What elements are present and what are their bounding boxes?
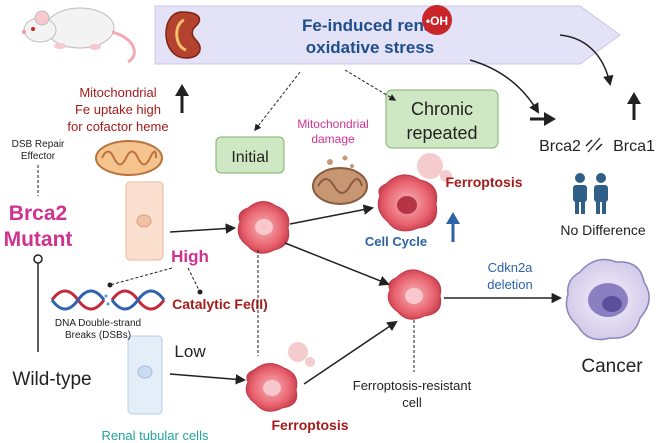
banner-to-initial-arrow (254, 71, 301, 132)
chronic-label-line2: repeated (406, 123, 477, 143)
cell-cycle-label: Cell Cycle (365, 234, 427, 249)
banner-to-brca2-arrow (469, 59, 540, 114)
initial-to-resistant-arrow (284, 242, 390, 286)
oxidative-stress-banner: Fe-induced renal oxidative stress (154, 5, 621, 65)
brca2-right-arrow-icon (530, 112, 556, 126)
cdkn2a-line1: Cdkn2a (488, 260, 534, 275)
banner-to-brca1-arrow (559, 34, 614, 87)
wildtype-to-ferroptosis-arrow (169, 373, 247, 385)
mito-uptake-line3: for cofactor heme (67, 119, 168, 134)
mito-damage-line1: Mitochondrial (297, 117, 368, 131)
brca1-up-arrow-icon (627, 92, 641, 120)
resistant-label-line1: Ferroptosis-resistant (353, 378, 472, 393)
banner-title-line2: oxidative stress (306, 38, 435, 57)
initial-label: Initial (231, 149, 268, 166)
dna-label-line2: Breaks (DSBs) (65, 330, 131, 341)
dsb-repair-line1: DSB Repair (12, 139, 65, 150)
initial-box: Initial (215, 136, 285, 174)
people-icon (573, 173, 608, 214)
banner-title-line1: Fe-induced renal (302, 16, 438, 35)
brca2-label: Brca2 (539, 138, 581, 155)
hydroxyl-radical-badge: •OH (422, 5, 452, 35)
no-difference-label: No Difference (560, 222, 646, 238)
cdkn2a-line2: deletion (487, 277, 533, 292)
brca2-mutant-line1: Brca2 (9, 202, 67, 225)
damaged-mitochondrion-icon (312, 155, 368, 205)
mito-damage-line2: damage (311, 132, 355, 146)
dna-label-line1: DNA Double-strand (55, 318, 141, 329)
resistant-cell (387, 269, 442, 320)
wild-type-label: Wild-type (12, 369, 91, 390)
genotype-node (33, 254, 43, 264)
rat-icon (22, 7, 136, 64)
catalytic-fe-label: Catalytic Fe(II) (172, 296, 268, 312)
wild-type-ferroptotic-cell (245, 342, 315, 412)
dsb-repair-line2: Effector (21, 151, 56, 162)
wild-type-tubular-cell (127, 335, 163, 415)
no-link-icon (585, 137, 603, 153)
resistant-label-line2: cell (402, 395, 422, 410)
renal-tubular-label: Renal tubular cells (102, 428, 209, 443)
up-arrow-icon (175, 84, 189, 113)
cancer-label: Cancer (581, 356, 643, 377)
dna-helix-icon (50, 289, 166, 311)
kidney-icon (165, 11, 201, 59)
high-to-dna-dashed (107, 267, 173, 288)
brca2-mutant-line2: Mutant (4, 228, 73, 251)
chronic-label-line1: Chronic (411, 99, 473, 119)
cancer-cell-icon (565, 258, 650, 341)
high-to-catalytic-dashed (187, 267, 203, 295)
brca1-label: Brca1 (613, 138, 655, 155)
chronic-ferroptotic-cell (377, 153, 452, 232)
low-label: Low (174, 342, 206, 361)
mito-uptake-line1: Mitochondrial (79, 85, 156, 100)
brca2-tubular-cell (125, 181, 164, 261)
mitochondrion-icon (95, 140, 163, 176)
initial-damaged-cell (237, 201, 290, 254)
cell-cycle-up-arrow-icon (446, 212, 460, 242)
high-label: High (171, 247, 209, 266)
initial-to-chronic-arrow (289, 204, 375, 225)
ferroptosis-bottom-label: Ferroptosis (271, 417, 348, 433)
brca2-to-initial-arrow (169, 223, 237, 234)
ferroptosis-top-label: Ferroptosis (445, 174, 522, 190)
ferroptosis-to-resistant-arrow (303, 320, 398, 385)
radical-label: •OH (426, 14, 448, 28)
chronic-repeated-box: Chronic repeated (385, 89, 499, 149)
mito-uptake-line2: Fe uptake high (75, 102, 161, 117)
